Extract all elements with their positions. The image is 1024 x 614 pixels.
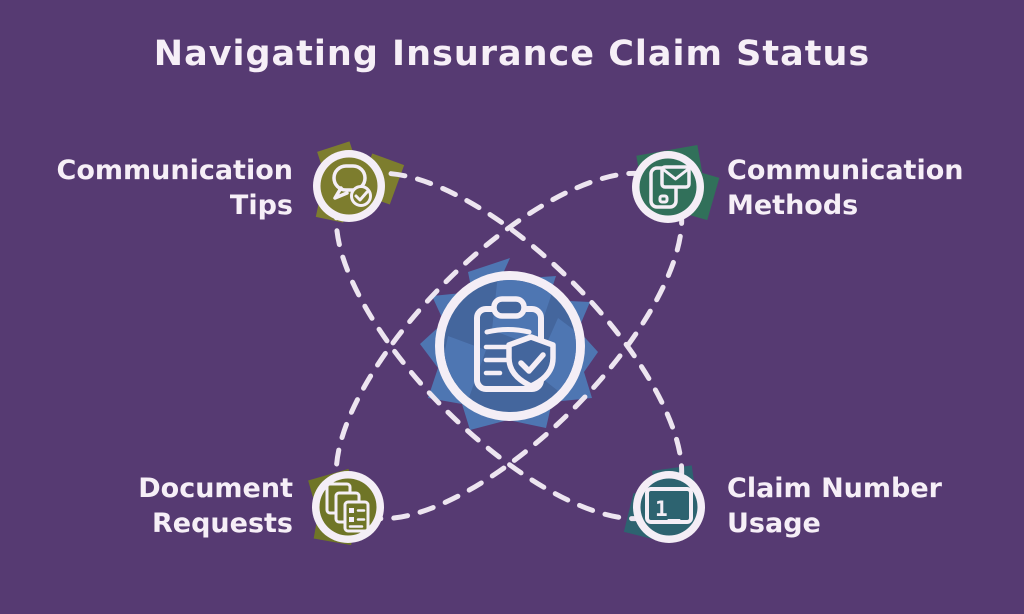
node-claim-number-usage: 1_ xyxy=(633,471,705,543)
label-line: Requests xyxy=(151,508,293,539)
claim-number-field-icon: 1_ xyxy=(645,487,693,524)
label-line: Tips xyxy=(229,190,293,221)
page-title: Navigating Insurance Claim Status xyxy=(153,34,871,74)
label-communication-tips: Communication Tips xyxy=(38,153,294,223)
label-line: Usage xyxy=(727,508,821,539)
claim-number-text: 1_ xyxy=(655,497,681,521)
label-line: Claim Number xyxy=(727,473,942,504)
mobile-email-icon xyxy=(649,165,691,209)
label-document-requests: Document Requests xyxy=(38,471,293,541)
label-communication-methods: Communication Methods xyxy=(727,153,1007,223)
document-stack-icon xyxy=(325,482,370,533)
node-communication-methods xyxy=(632,151,704,223)
label-line: Communication xyxy=(56,155,294,186)
label-line: Methods xyxy=(727,190,859,221)
label-line: Communication xyxy=(727,155,964,186)
label-line: Document xyxy=(138,473,293,504)
node-communication-tips xyxy=(313,150,385,222)
clipboard-shield-icon xyxy=(474,296,556,392)
center-node xyxy=(435,271,585,421)
label-claim-number-usage: Claim Number Usage xyxy=(727,471,1024,541)
node-document-requests xyxy=(312,471,384,543)
chat-check-icon xyxy=(332,164,372,207)
